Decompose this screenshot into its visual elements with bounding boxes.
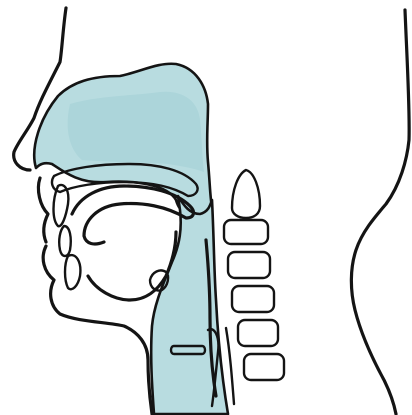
lower-lip-chin xyxy=(43,246,152,414)
cervical-spine xyxy=(224,170,284,380)
lower-incisor xyxy=(59,226,71,256)
vertebra-3 xyxy=(228,252,270,278)
vertebra-2 xyxy=(224,220,268,244)
vertebra-5 xyxy=(238,320,278,346)
vertebra-6 xyxy=(244,354,284,380)
lower-lip xyxy=(65,255,80,289)
neck-back-outline xyxy=(351,10,409,414)
pharynx xyxy=(151,196,228,414)
vertebra-1 xyxy=(232,170,260,218)
airway-shade xyxy=(68,92,204,172)
esophagus-line xyxy=(226,328,234,404)
upper-lip xyxy=(38,178,48,242)
vertebra-4 xyxy=(232,286,274,312)
